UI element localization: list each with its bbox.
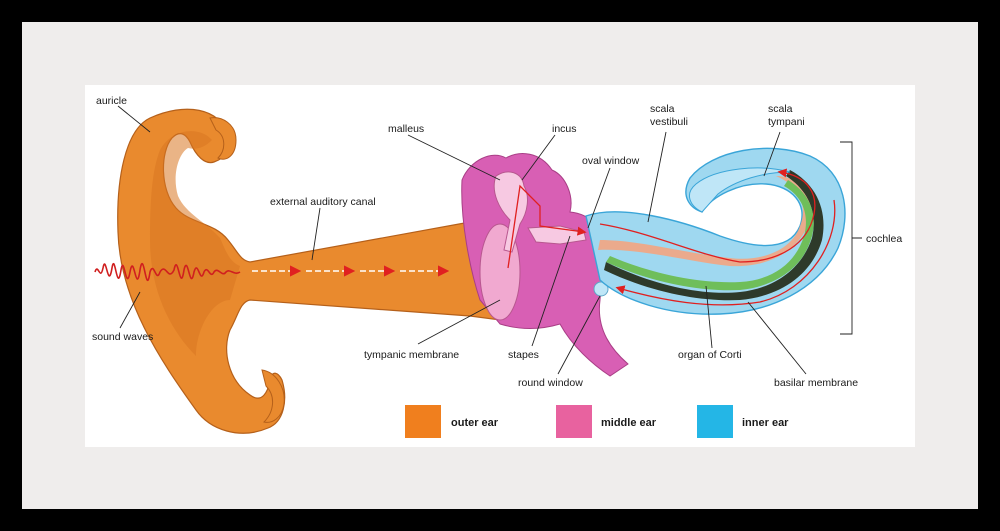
leader-sound-waves [119,291,141,329]
leader-oval-window [587,167,611,229]
label-stapes: stapes [508,349,539,361]
legend-swatch-inner-ear [697,405,733,438]
legend-label-outer-ear: outer ear [451,417,499,429]
leader-tympanic-membrane [417,299,501,345]
leader-auricle [117,105,151,133]
auricle-tip-lower [261,369,285,423]
auricle-tip-upper [209,117,237,160]
legend-swatch-middle-ear [556,405,592,438]
label-incus: incus [552,123,577,135]
cochlea-arrow-upper [599,168,816,263]
cochlea-arrow-lower [615,199,836,306]
cochlea-bracket [840,141,862,335]
label-malleus: malleus [388,123,424,135]
leader-malleus [407,134,501,181]
legend-swatch-outer-ear [405,405,441,438]
label-organ-of-corti: organ of Corti [678,349,742,361]
legend-label-middle-ear: middle ear [601,417,657,429]
basilar-membrane-band [604,170,824,301]
label-sound-waves: sound waves [92,331,153,343]
label-tympanic-membrane: tympanic membrane [364,349,459,361]
label-oval-window: oval window [582,155,640,167]
legend: outer ear middle ear inner ear [405,405,789,438]
leader-incus [521,134,556,181]
legend-label-inner-ear: inner ear [742,417,789,429]
inner-ear [585,147,846,315]
leader-scala-vestibuli [647,131,667,223]
auricle-inner-fold [150,131,240,356]
transmission-arrows [252,168,836,306]
sound-waves [94,262,241,281]
sound-wave-path [94,262,241,281]
label-scala-vestibuli-line2: vestibuli [650,116,688,128]
label-auricle: auricle [96,95,127,107]
cochlea-inner-tube [688,167,791,213]
label-cochlea: cochlea [866,233,902,245]
label-scala-tympani-line1: scala [768,103,793,115]
label-basilar-membrane: basilar membrane [774,377,858,389]
leader-scala-tympani [763,131,781,177]
labels: auricle external auditory canal sound wa… [92,95,902,389]
leader-lines [117,105,862,375]
leader-external-canal [311,207,321,261]
leader-round-window [557,295,601,375]
ossicle-arrow-path [507,184,587,269]
leader-stapes [531,235,571,347]
label-round-window: round window [518,377,583,389]
organ-of-corti-band [606,180,814,291]
leader-organ-of-corti [705,285,713,349]
leader-basilar-membrane [747,301,807,375]
label-scala-tympani-line2: tympani [768,116,805,128]
label-external-auditory-canal: external auditory canal [270,196,376,208]
label-scala-vestibuli-line1: scala [650,103,675,115]
round-window-shape [593,281,609,297]
